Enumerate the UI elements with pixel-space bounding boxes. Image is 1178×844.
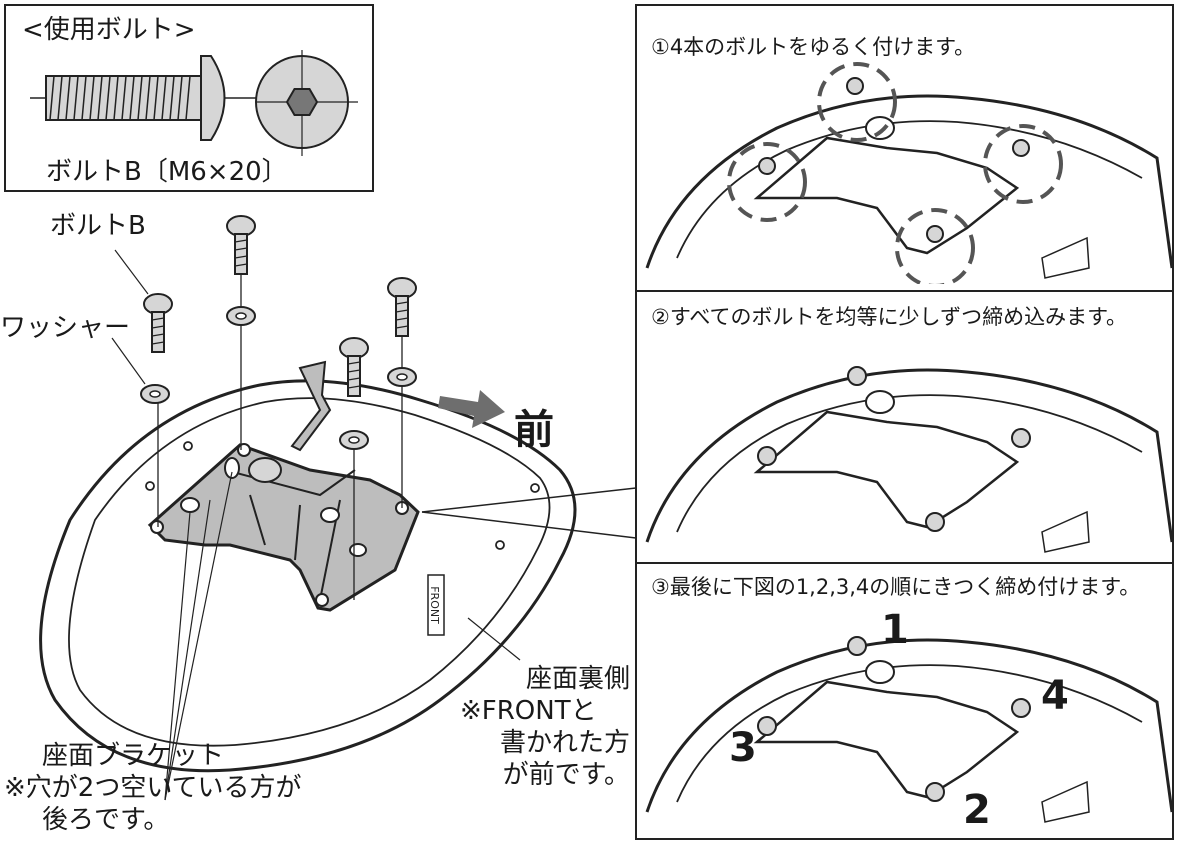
step-divider-2	[637, 562, 1172, 564]
bracket-line-2: ※穴が2つ空いている方が	[4, 773, 302, 803]
bolt-spec-caption: ボルトB〔M6×20〕	[46, 157, 288, 187]
step-3-illustration	[645, 636, 1172, 823]
seat-inner-outline	[68, 397, 551, 747]
step-1-illustration	[645, 62, 1172, 284]
bolt-side-view-illustration	[30, 50, 358, 156]
front-stamp: FRONT	[427, 574, 445, 636]
seat-back-line-2: ※FRONTと	[460, 696, 597, 726]
steps-panel: ①4本のボルトをゆるく付けます。 ②すべてのボルトを均等に少しずつ締め込みます。…	[635, 4, 1174, 840]
bolts	[143, 215, 417, 397]
label-washer: ワッシャー	[0, 313, 131, 343]
front-arrow	[438, 390, 505, 428]
label-front: 前	[514, 407, 554, 453]
step-2-text: ②すべてのボルトを均等に少しずつ締め込みます。	[651, 305, 1127, 329]
order-number-3: 3	[729, 725, 757, 771]
seat-back-note: 座面裏側 ※FRONTと 書かれた方 が前です。	[460, 663, 630, 791]
seat-bracket	[147, 443, 420, 612]
order-number-1: 1	[881, 607, 909, 653]
order-number-2: 2	[963, 787, 991, 833]
bracket-line-3: 後ろです。	[42, 805, 170, 835]
bracket-note: 座面ブラケット ※穴が2つ空いている方が 後ろです。	[4, 740, 364, 836]
step-divider-1	[637, 290, 1172, 292]
step-2-illustration	[645, 366, 1172, 553]
step-3-text: ③最後に下図の1,2,3,4の順にきつく締め付けます。	[651, 575, 1141, 599]
bolt-spec-box: <使用ボルト> ボルトB〔M6×20〕	[4, 4, 374, 192]
order-number-4: 4	[1041, 673, 1069, 719]
bracket-line-1: 座面ブラケット	[42, 741, 225, 771]
label-bolt-b: ボルトB	[50, 211, 146, 241]
seat-assembly-diagram: FRONT	[39, 215, 637, 801]
seat-back-line-3: 書かれた方	[499, 728, 630, 758]
bolt-spec-title: <使用ボルト>	[22, 15, 196, 45]
seat-back-line-1: 座面裏側	[525, 664, 630, 694]
step-1-text: ①4本のボルトをゆるく付けます。	[651, 35, 976, 59]
front-stamp-text: FRONT	[428, 586, 441, 624]
lever	[290, 360, 332, 452]
seat-holes	[145, 441, 540, 550]
seat-back-line-4: が前です。	[502, 760, 630, 790]
